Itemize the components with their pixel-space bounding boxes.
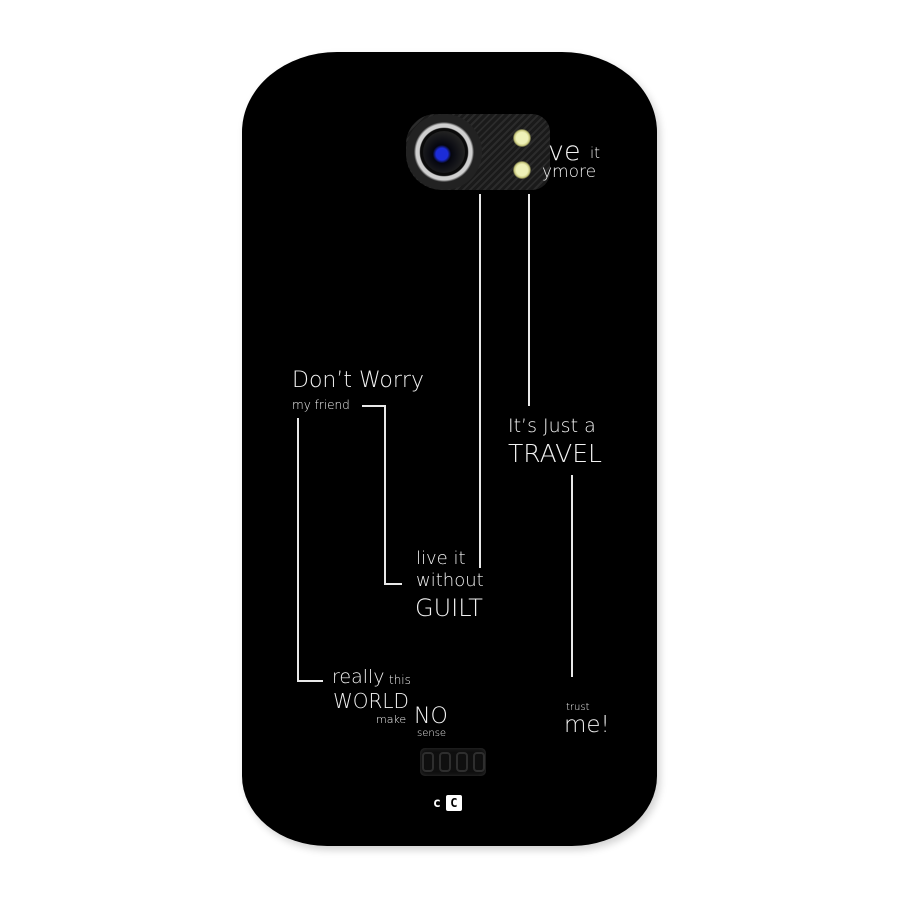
connector-line (297, 418, 299, 682)
world-this: this (389, 673, 411, 687)
live-it-line1: live it (416, 548, 466, 569)
connector-line (528, 194, 530, 406)
brand-logo: c C (433, 795, 462, 811)
live-it-guilt: GUILT (415, 594, 483, 622)
dont-worry-subtitle: my friend (292, 398, 350, 412)
top-text-it: it (590, 144, 601, 162)
connector-line (362, 405, 386, 407)
speaker-cutout (420, 748, 486, 776)
connector-line (571, 475, 573, 677)
world-no: NO (414, 704, 448, 729)
top-text-ve: ve (548, 136, 581, 167)
camera-lens-glass (423, 131, 465, 173)
connector-line (297, 680, 323, 682)
logo-left: c (433, 795, 441, 811)
live-it-line2: without (416, 570, 484, 591)
world-really: really (332, 666, 385, 688)
trust-me: me! (564, 712, 610, 738)
travel-line1: It’s Just a (508, 415, 596, 437)
connector-line (479, 194, 481, 568)
world-sense: sense (417, 728, 447, 739)
flash-icon (513, 161, 531, 179)
flash-icon (513, 129, 531, 147)
trust-small: trust (566, 702, 590, 713)
world-make: make (376, 713, 407, 726)
dont-worry-title: Don’t Worry (292, 368, 424, 393)
connector-line (384, 583, 402, 585)
top-text-ymore: ymore (542, 162, 597, 182)
logo-right: C (445, 795, 462, 811)
connector-line (384, 405, 386, 585)
travel-line2: TRAVEL (508, 439, 602, 468)
world-world: WORLD (333, 689, 409, 713)
